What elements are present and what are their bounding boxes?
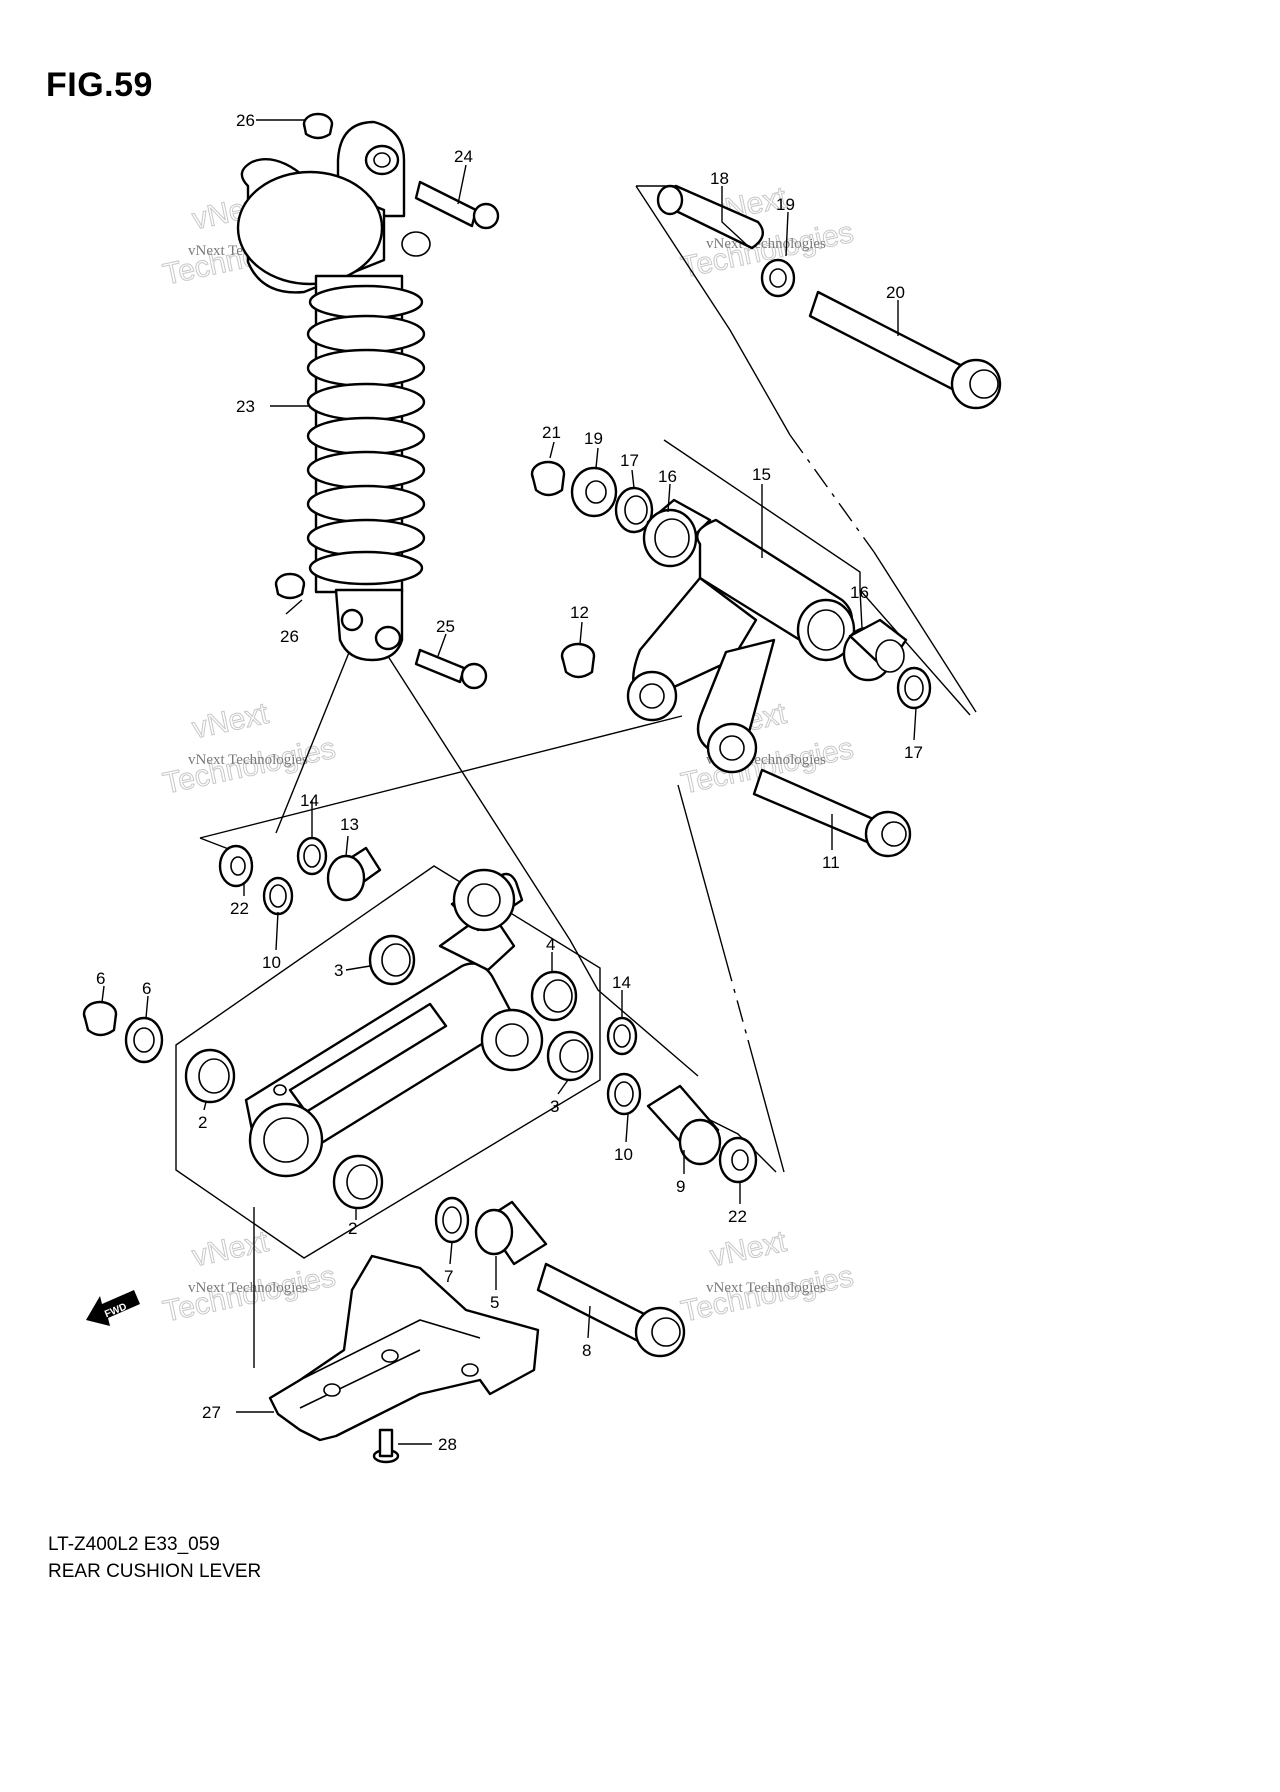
lever-guard-27[interactable] [268,1254,540,1442]
nut-21[interactable] [530,460,566,497]
washer-6-bottom[interactable] [434,1196,470,1244]
callout-19-mid: 19 [584,429,603,448]
callout-16-right: 16 [850,583,869,602]
seal-14-left[interactable] [296,836,328,876]
callout-8: 6 [96,969,105,988]
callout-14-right: 14 [612,973,631,992]
callout-23: 23 [236,397,255,416]
watermark-small: vNext Technologies [188,752,308,768]
washer-22-left[interactable] [218,844,254,888]
callout-28: 28 [438,1435,457,1454]
callout-2-lower: 2 [348,1219,357,1238]
bearing-3-lower[interactable] [546,1030,594,1082]
callout-13: 13 [340,815,359,834]
bolt-24[interactable] [414,180,500,230]
callout-3-lower: 3 [550,1097,559,1116]
callout-15: 15 [752,465,771,484]
watermark-big-top: vNext [189,697,272,745]
washer-19-mid[interactable] [570,466,618,518]
callout-5: 5 [490,1293,499,1312]
watermark-small: vNext Technologies [188,1280,308,1296]
bearing-16-left[interactable] [642,498,712,568]
figure-title: FIG.59 [46,66,153,104]
nut-26-bottom[interactable] [274,572,306,600]
collar-13[interactable] [326,846,382,902]
callout-4: 4 [546,935,555,954]
cushion-rod-15[interactable] [626,518,856,774]
callout-6-left: 6 [142,979,151,998]
collar-5[interactable] [474,1200,548,1266]
seal-14-right[interactable] [606,1016,638,1056]
watermark-big-top: vNext [189,1225,272,1273]
bearing-2-left[interactable] [184,1048,236,1104]
watermark-small: vNext Technologies [706,236,826,252]
bolt-7[interactable] [536,1262,686,1358]
bolt-11[interactable] [752,768,912,858]
shock-spring-coils [306,284,426,586]
bearing-4[interactable] [530,970,578,1022]
collar-9[interactable] [646,1084,722,1166]
bolt-25[interactable] [414,648,488,690]
diagram-name: REAR CUSHION LEVER [48,1561,262,1582]
bearing-16-right[interactable] [842,618,908,682]
callout-22-left: 22 [230,899,249,918]
bearing-2-lower[interactable] [332,1154,384,1210]
watermark-small: vNext Technologies [706,1280,826,1296]
rear-shock-absorber[interactable] [236,120,431,662]
callout-9: 9 [676,1177,685,1196]
seal-17-mid[interactable] [614,486,654,534]
nut-26-top[interactable] [302,112,334,140]
callout-26-top: 26 [236,111,255,130]
seal-10-right[interactable] [606,1072,642,1116]
washer-6-left[interactable] [124,1016,164,1064]
callout-7: 8 [582,1341,591,1360]
callout-17-mid: 17 [620,451,639,470]
callout-3-upper: 3 [334,961,343,980]
nut-8[interactable] [82,1000,118,1037]
leader-lines [101,119,917,1445]
callout-18: 18 [710,169,729,188]
callout-20: 20 [886,283,905,302]
callout-27: 27 [202,1403,221,1422]
seal-10-left[interactable] [262,876,294,916]
callout-25: 25 [436,617,455,636]
callout-2-left: 2 [198,1113,207,1132]
callout-22-right: 22 [728,1207,747,1226]
callout-10-left: 10 [262,953,281,972]
nut-12[interactable] [560,642,596,679]
pivot-pipe-18[interactable] [656,184,764,250]
seal-17-right[interactable] [896,666,932,710]
bolt-20[interactable] [808,290,1002,410]
callout-26-bottom: 26 [280,627,299,646]
bolt-28[interactable] [372,1428,400,1464]
watermark-big-top: vNext [707,1225,790,1273]
callout-24: 24 [454,147,473,166]
callout-10-right: 10 [614,1145,633,1164]
diagram-code: LT-Z400L2 E33_059 [48,1534,220,1555]
callout-19-top: 19 [776,195,795,214]
bearing-3-upper[interactable] [368,934,416,986]
fwd-arrow-icon: FWD [86,1290,140,1326]
washer-22-right[interactable] [718,1136,758,1184]
grouping-lines [175,185,977,1368]
callout-14-left: 14 [300,791,319,810]
callout-11: 11 [822,853,840,872]
callout-21: 21 [542,423,561,442]
washer-19-top[interactable] [760,258,796,298]
callout-labels: 26 24 23 26 25 18 19 20 21 19 17 16 15 1… [96,111,923,1454]
callout-12: 12 [570,603,589,622]
callout-17-right: 17 [904,743,923,762]
callout-6-bottom: 7 [444,1267,453,1286]
callout-16-left: 16 [658,467,677,486]
cushion-lever[interactable] [244,868,544,1178]
